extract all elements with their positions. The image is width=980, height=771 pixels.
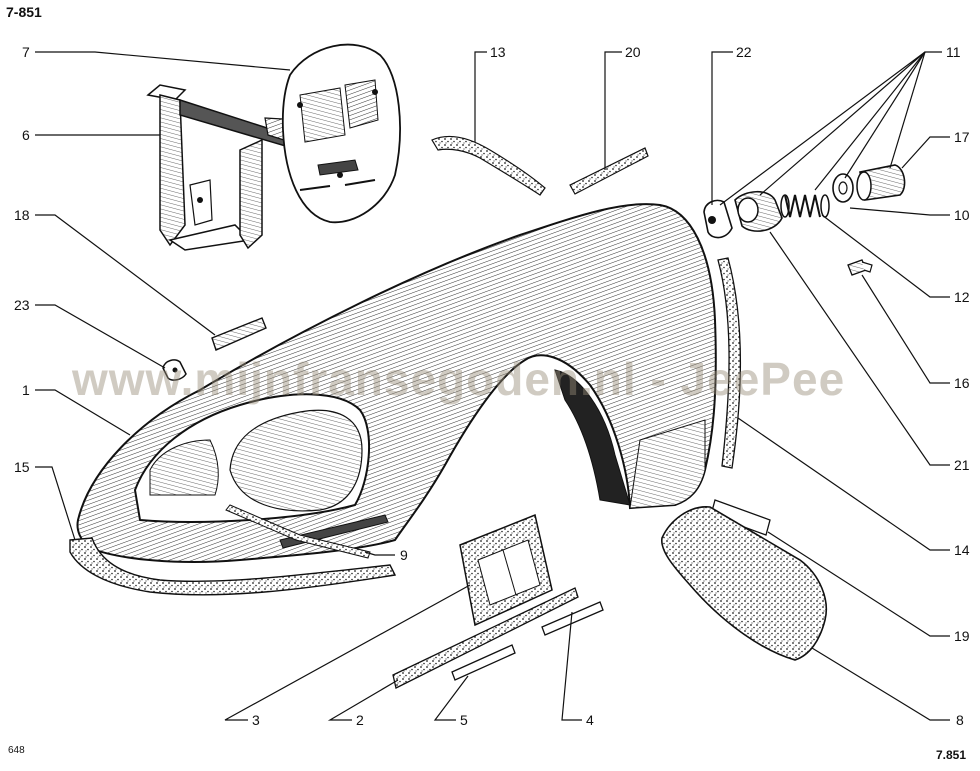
leader-14 [737, 417, 950, 551]
callout-11: 11 [946, 44, 961, 60]
callout-15: 15 [14, 459, 30, 475]
callout-1: 1 [22, 382, 30, 398]
part-16-screw [847, 259, 873, 276]
front-wing [76, 203, 717, 563]
leader-3 [224, 584, 471, 721]
part-18-clip [211, 317, 267, 351]
plate-number: 7.851 [935, 748, 966, 762]
callout-13: 13 [490, 44, 506, 60]
callout-20: 20 [625, 44, 641, 60]
plate-title: 7-851 [6, 4, 42, 20]
leader-19 [767, 531, 950, 637]
leader-11d [844, 51, 926, 179]
part-8-shield [661, 506, 827, 661]
part-23-clip [162, 359, 187, 381]
part-13-strip [431, 135, 546, 196]
callout-6: 6 [22, 127, 30, 143]
callout-7: 7 [22, 44, 30, 60]
leader-4 [561, 611, 582, 721]
leader-lines [35, 51, 950, 721]
callout-3: 3 [252, 712, 260, 728]
leader-11a [719, 51, 942, 206]
callout-2: 2 [356, 712, 364, 728]
drawing-code: 648 [8, 745, 25, 756]
watermark: www.mijnfransegoden.nl - JeePee [72, 353, 846, 405]
callout-21: 21 [954, 457, 970, 473]
leader-22 [711, 51, 733, 205]
callout-14: 14 [954, 542, 970, 558]
leader-11b [759, 51, 926, 196]
callout-10: 10 [954, 207, 970, 223]
part-2-strip [392, 587, 579, 689]
callout-12: 12 [954, 289, 970, 305]
part-4-strip [541, 601, 604, 636]
leader-5 [433, 675, 469, 721]
part-21-housing [734, 190, 783, 232]
part-20-strip [569, 147, 649, 195]
leader-21 [769, 231, 950, 466]
part-5-strip [451, 644, 516, 681]
leader-2 [327, 679, 399, 721]
part-15-seal [69, 537, 397, 596]
callout-5: 5 [460, 712, 468, 728]
callout-16: 16 [954, 375, 970, 391]
leader-11c [814, 51, 926, 191]
part-10-washer [832, 173, 854, 203]
callout-4: 4 [586, 712, 594, 728]
part-14-seal [717, 257, 741, 469]
leader-9 [364, 551, 395, 556]
part-7-detail [281, 43, 401, 224]
callout-19: 19 [954, 628, 970, 644]
leader-11e [889, 51, 926, 169]
callout-22: 22 [736, 44, 752, 60]
leader-18 [35, 214, 216, 336]
leader-20 [604, 51, 622, 170]
leader-12 [821, 214, 950, 298]
leader-8 [811, 647, 950, 721]
part-3-plate [459, 513, 553, 627]
leader-7 [35, 51, 291, 71]
leader-16 [861, 274, 950, 384]
leader-10 [849, 207, 950, 216]
callout-9: 9 [400, 547, 408, 563]
leader-15 [35, 466, 76, 541]
callout-23: 23 [14, 297, 30, 313]
callout-8: 8 [956, 712, 964, 728]
part-12-spring [780, 194, 830, 218]
callout-18: 18 [14, 207, 30, 223]
callout-labels: 7 6 18 23 1 15 13 20 22 11 17 10 12 16 2… [14, 44, 970, 728]
leader-17 [901, 136, 950, 169]
part-17-bushing [856, 164, 906, 201]
part-22-nut [703, 199, 733, 239]
part-9-strip [225, 504, 389, 559]
leader-23 [35, 304, 166, 369]
callout-17: 17 [954, 129, 970, 145]
leader-13 [474, 51, 487, 142]
leader-1 [35, 389, 131, 436]
